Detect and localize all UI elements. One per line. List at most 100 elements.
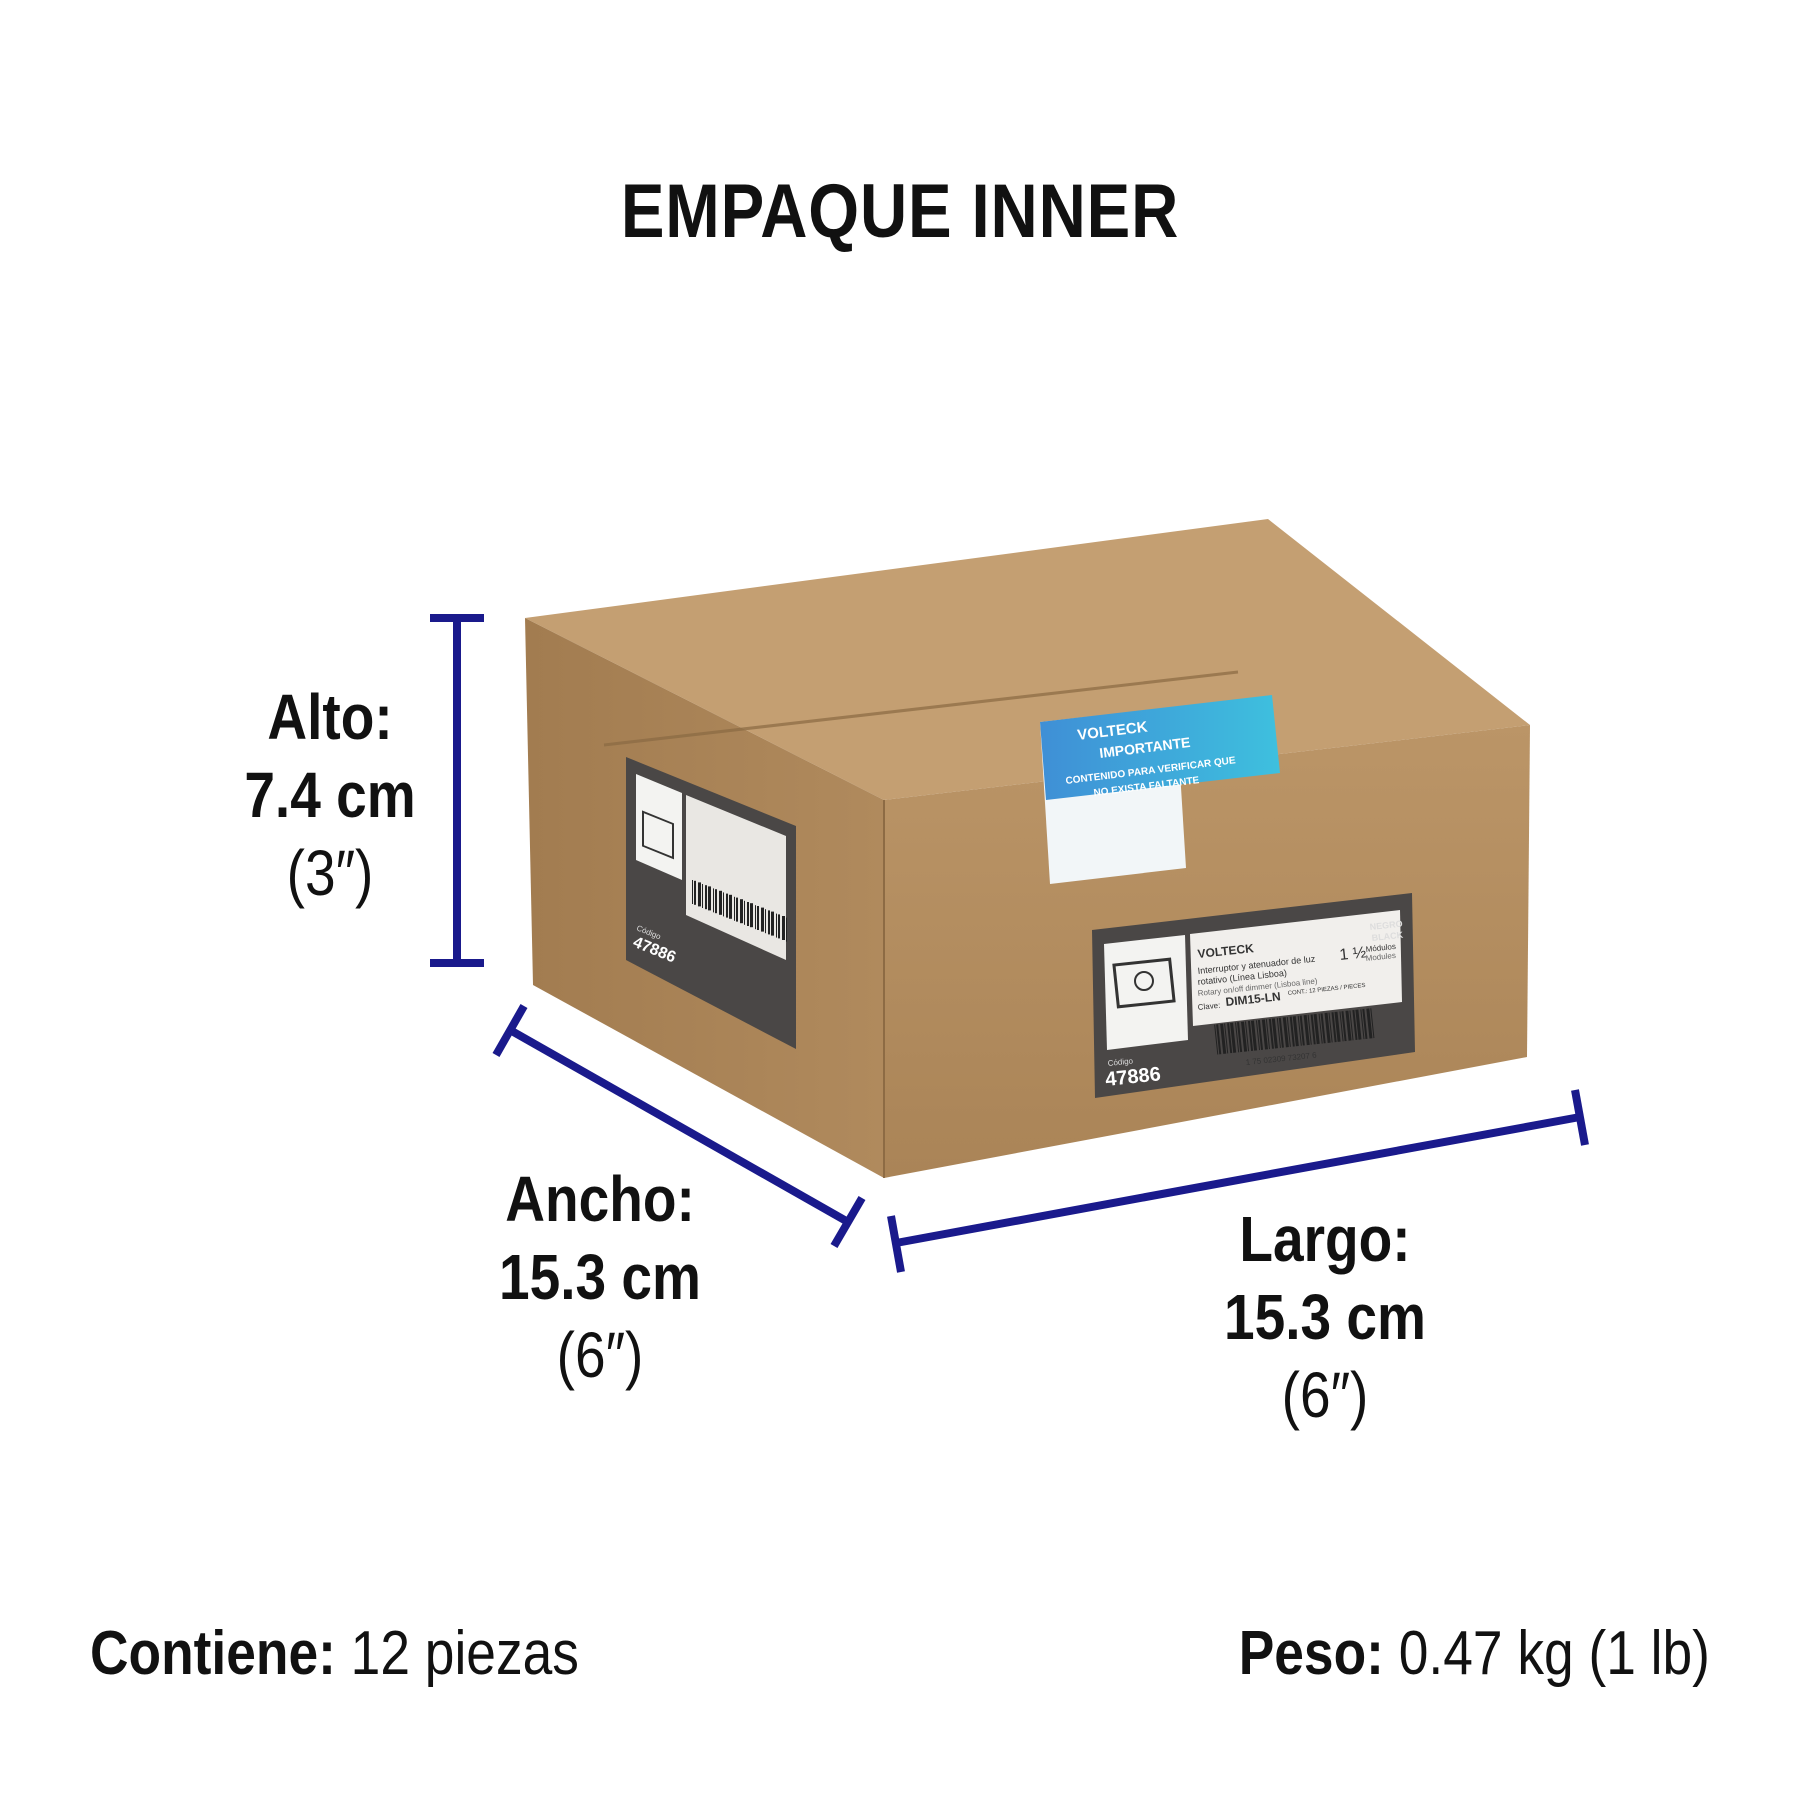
barcode-bar — [1341, 1011, 1347, 1042]
barcode-bar — [1261, 1019, 1269, 1050]
box-flap-seam — [603, 670, 1239, 747]
width-dimension: Ancho: 15.3 cm (6″) — [497, 1160, 703, 1394]
barcode-bar — [1216, 1024, 1222, 1055]
barcode-bar — [1227, 1023, 1233, 1054]
length-dimension: Largo: 15.3 cm (6″) — [1222, 1200, 1428, 1434]
front-label-modules-en: Modules — [1365, 951, 1396, 963]
measure-height — [430, 614, 484, 967]
weight-value: 0.47 kg (1 lb) — [1398, 1619, 1710, 1688]
front-label-color-en: BLACK — [1371, 930, 1404, 943]
barcode-bar — [765, 909, 766, 934]
front-label-pictogram — [1112, 957, 1176, 1009]
barcode-bar — [1282, 1017, 1289, 1048]
barcode-bar — [771, 911, 774, 936]
contents-label: Contiene: — [90, 1619, 336, 1688]
measure-length-line — [895, 1113, 1581, 1247]
barcode-bar — [1289, 1016, 1295, 1047]
barcode-bar — [723, 892, 724, 917]
barcode-bar — [1339, 1011, 1344, 1042]
barcode-bar — [1307, 1014, 1312, 1045]
barcode-bar — [1271, 1018, 1278, 1049]
barcode-bar — [776, 913, 777, 938]
barcode-bar — [1241, 1021, 1248, 1052]
barcode-bar — [1235, 1022, 1240, 1053]
front-label-clave-value: DIM15-LN — [1225, 989, 1282, 1009]
barcode-bar — [761, 907, 764, 932]
barcode-bar — [755, 905, 756, 930]
front-label-brand: VOLTECK — [1197, 941, 1255, 961]
front-label-barcode — [1214, 1008, 1375, 1055]
barcode-bar — [1214, 1024, 1219, 1055]
barcode-bar — [744, 900, 745, 925]
side-label-pictogram — [642, 810, 674, 860]
front-label-codigo-label: Código — [1107, 1056, 1134, 1068]
barcode-bar — [1297, 1015, 1302, 1046]
seal-blue-band — [1040, 695, 1280, 800]
contents-info: Contiene: 12 piezas — [90, 1618, 579, 1689]
front-label-color-es: NEGRO — [1369, 919, 1403, 932]
barcode-bar — [1244, 1021, 1250, 1052]
measure-width-cap-start — [492, 1004, 528, 1057]
height-imperial: (3″) — [286, 837, 374, 909]
barcode-bar — [1349, 1010, 1354, 1041]
page-title: EMPAQUE INNER — [620, 169, 1180, 254]
measure-width — [492, 1004, 866, 1249]
height-label: Alto: — [267, 681, 393, 753]
weight-info: Peso: 0.47 kg (1 lb) — [1239, 1618, 1710, 1689]
barcode-bar — [1255, 1020, 1261, 1051]
measure-width-cap-end — [830, 1195, 866, 1249]
side-label-barcode — [692, 880, 787, 942]
width-imperial: (6″) — [556, 1319, 644, 1391]
measure-width-line — [508, 1026, 850, 1226]
height-dimension: Alto: 7.4 cm (3″) — [227, 678, 433, 912]
barcode-bar — [1331, 1012, 1337, 1043]
barcode-bar — [1362, 1008, 1368, 1039]
barcode-bar — [1360, 1009, 1365, 1040]
barcode-bar — [1355, 1009, 1362, 1040]
barcode-bar — [1276, 1018, 1281, 1048]
front-label-pictogram-dial — [1134, 971, 1154, 991]
barcode-bar — [702, 884, 703, 908]
barcode-bar — [1313, 1013, 1320, 1045]
barcode-bar — [1318, 1013, 1323, 1044]
front-label-clave-label: Clave: — [1197, 1001, 1221, 1012]
barcode-bar — [768, 910, 770, 935]
barcode-bar — [1328, 1012, 1333, 1043]
barcode-bar — [1345, 1010, 1352, 1041]
barcode-bar — [1324, 1012, 1331, 1043]
contents-value: 12 piezas — [350, 1619, 579, 1688]
barcode-bar — [782, 916, 785, 940]
barcode-bar — [734, 896, 735, 921]
barcode-bar — [1237, 1022, 1243, 1053]
measure-length-cap-start — [887, 1215, 905, 1273]
barcode-bar — [740, 899, 743, 924]
barcode-bar — [1370, 1008, 1375, 1039]
length-metric: 15.3 cm — [1224, 1281, 1426, 1353]
barcode-bar — [715, 889, 717, 914]
barcode-bar — [1292, 1016, 1299, 1047]
front-label-info-panel — [1190, 910, 1402, 1026]
barcode-bar — [726, 893, 728, 918]
width-metric: 15.3 cm — [499, 1241, 701, 1313]
barcode-bar — [705, 885, 707, 910]
barcode-bar — [747, 902, 749, 926]
barcode-bar — [1366, 1008, 1373, 1039]
barcode-bar — [1230, 1022, 1237, 1053]
barcode-bar — [1320, 1013, 1326, 1044]
barcode-bar — [698, 882, 701, 907]
side-product-label: Código 47886 — [626, 757, 796, 1049]
front-label-modules-es: Módulos — [1365, 942, 1396, 954]
length-imperial: (6″) — [1281, 1359, 1369, 1431]
barcode-bar — [786, 917, 787, 942]
front-label-modules-value: 1 ½ — [1339, 944, 1367, 964]
barcode-bar — [1278, 1017, 1284, 1048]
barcode-bar — [1334, 1011, 1341, 1042]
weight-label: Peso: — [1238, 1619, 1384, 1688]
box-top-face — [525, 519, 1530, 800]
barcode-bar — [1247, 1020, 1254, 1051]
barcode-bar — [729, 894, 732, 919]
measure-length-cap-end — [1571, 1089, 1589, 1146]
barcode-bar — [1268, 1018, 1274, 1049]
barcode-bar — [1303, 1014, 1310, 1046]
